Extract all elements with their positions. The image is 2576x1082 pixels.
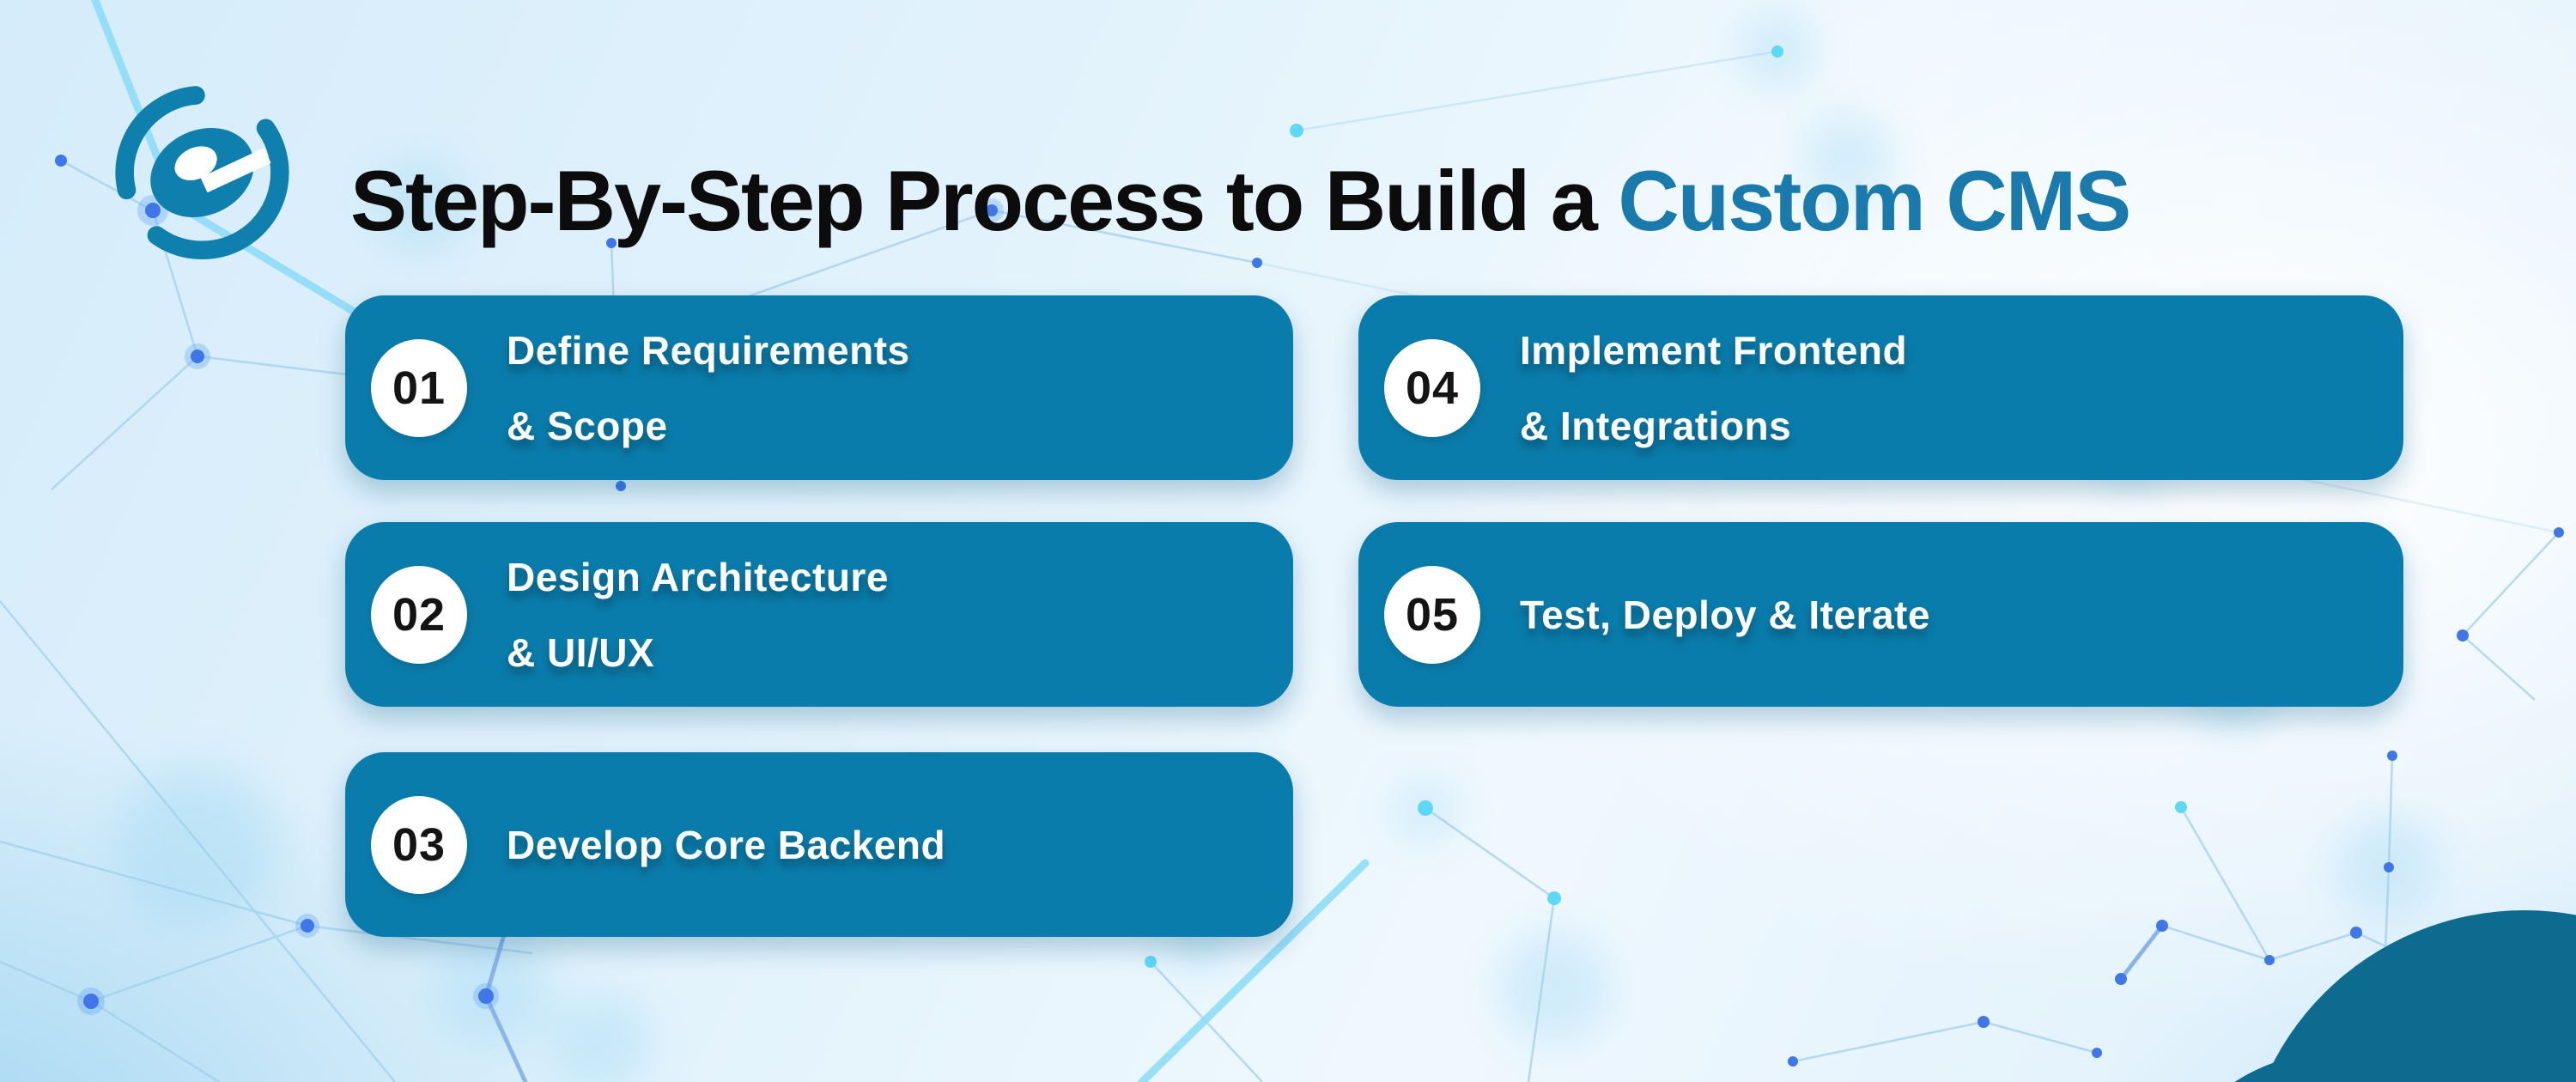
step-label-line1: Design Architecture — [507, 554, 889, 599]
step-number-badge: 04 — [1384, 338, 1480, 437]
step-label-line2: & Scope — [507, 403, 668, 448]
step-number: 02 — [392, 588, 447, 641]
step-label: Design Architecture & UI/UX — [507, 539, 889, 690]
step-number: 01 — [392, 362, 447, 414]
step-number-badge: 05 — [1384, 565, 1480, 664]
step-card-01: 01 Define Requirements & Scope — [345, 295, 1293, 480]
step-number: 05 — [1405, 588, 1460, 641]
step-card-02: 02 Design Architecture & UI/UX — [345, 522, 1293, 707]
step-label: Develop Core Backend — [507, 807, 945, 883]
step-number-badge: 03 — [371, 795, 467, 894]
step-label: Test, Deploy & Iterate — [1520, 577, 1930, 653]
step-label-line1: Implement Frontend — [1520, 327, 1908, 373]
title-prefix: Step-By-Step Process to Build a — [350, 153, 1598, 249]
step-number: 04 — [1405, 362, 1460, 414]
step-card-03: 03 Develop Core Backend — [345, 752, 1293, 937]
step-number-badge: 02 — [371, 565, 467, 664]
step-card-04: 04 Implement Frontend & Integrations — [1358, 295, 2403, 480]
step-label-line2: & Integrations — [1520, 403, 1792, 448]
step-label: Define Requirements & Scope — [507, 313, 910, 464]
step-label: Implement Frontend & Integrations — [1520, 313, 1907, 464]
page-title: Step-By-Step Process to Build a Custom C… — [350, 158, 2131, 243]
step-label-line1: Develop Core Backend — [507, 822, 946, 867]
step-number: 03 — [392, 818, 447, 871]
title-accent: Custom CMS — [1618, 153, 2131, 249]
step-label-line1: Define Requirements — [507, 327, 910, 373]
step-label-line1: Test, Deploy & Iterate — [1520, 592, 1930, 637]
step-label-line2: & UI/UX — [507, 629, 655, 675]
step-card-05: 05 Test, Deploy & Iterate — [1358, 522, 2403, 707]
brand-logo — [115, 85, 289, 260]
step-number-badge: 01 — [371, 338, 467, 437]
corner-circle-large — [2241, 910, 2576, 1082]
